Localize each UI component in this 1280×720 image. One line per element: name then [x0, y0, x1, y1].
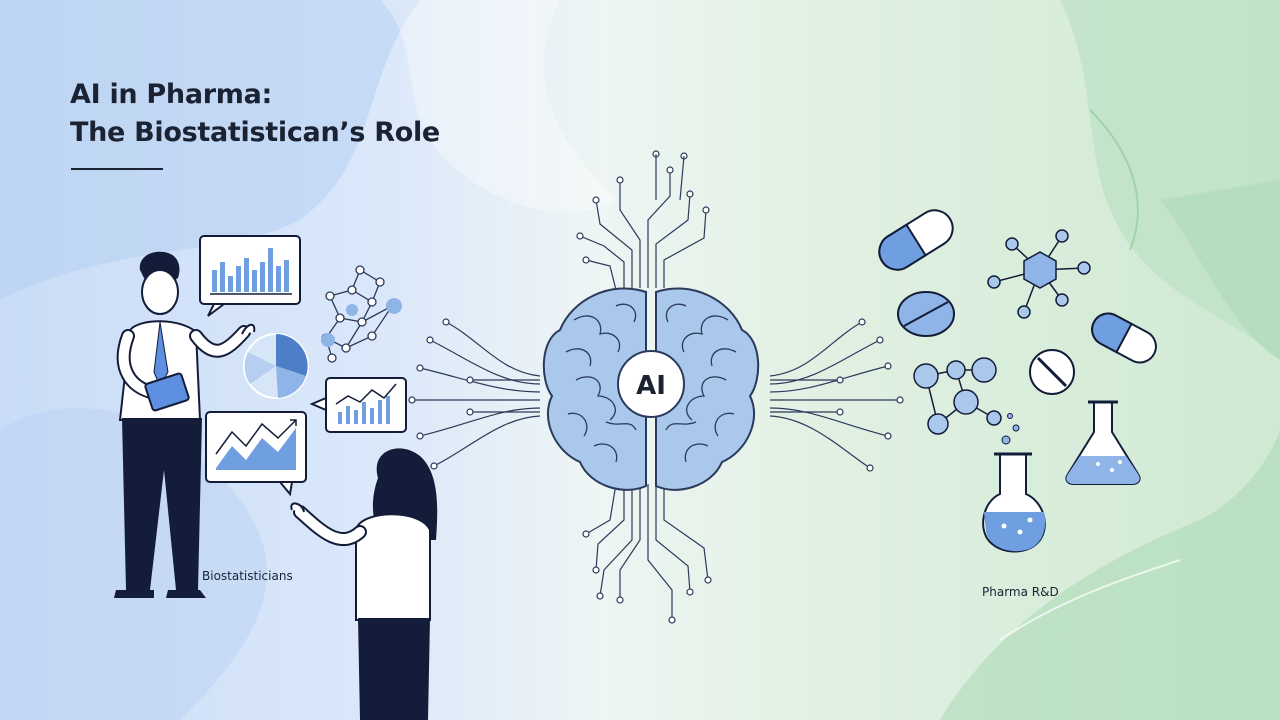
pharma-rd-label: Pharma R&D — [982, 585, 1059, 599]
compound-molecule-icon — [913, 357, 1002, 435]
round-flask-icon — [982, 413, 1046, 553]
page-title: AI in Pharma: The Biostatistican’s Role — [70, 76, 440, 152]
man-figure — [114, 251, 256, 598]
area-chart-icon — [215, 419, 297, 470]
woman-figure — [290, 448, 438, 720]
network-icon — [321, 265, 402, 363]
bar-chart-icon — [212, 248, 289, 292]
bar-chart-bubble — [199, 235, 301, 317]
capsule-small-icon — [1091, 312, 1157, 364]
biostatisticians-label: Biostatisticians — [202, 569, 293, 583]
pill-disc-icon — [1029, 349, 1075, 395]
conical-flask-icon — [1065, 400, 1141, 485]
network-cluster — [321, 265, 402, 363]
title-line-2: The Biostatistican’s Role — [70, 117, 440, 148]
title-line-1: AI in Pharma: — [70, 79, 273, 110]
capsule-icon — [878, 209, 954, 271]
brain-icon — [542, 287, 760, 491]
title-underline — [71, 168, 163, 170]
area-chart-bubble — [205, 411, 307, 497]
line-chart-icon — [335, 383, 397, 424]
brain-label: AI — [636, 371, 666, 401]
molecule-icon — [987, 229, 1091, 319]
pie-chart-icon — [243, 333, 309, 399]
circuit-lines — [408, 150, 904, 624]
line-chart-bubble — [309, 377, 407, 433]
tablet-icon — [897, 291, 955, 337]
